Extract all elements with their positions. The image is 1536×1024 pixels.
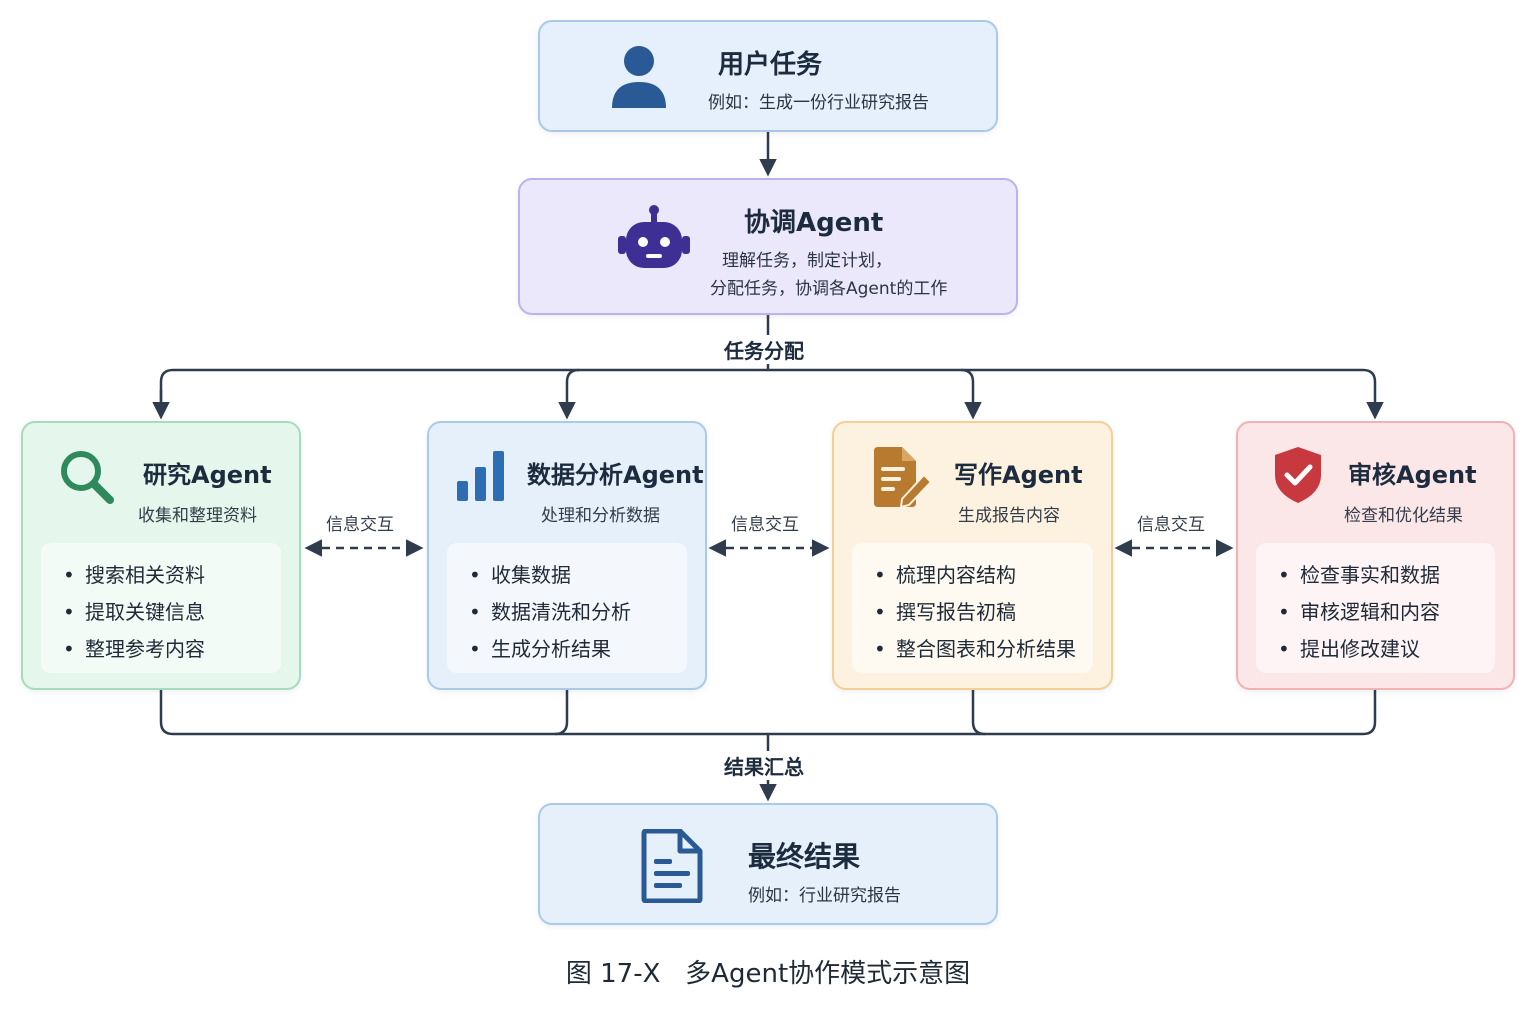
list-item: 提取关键信息 <box>63 594 281 631</box>
list-item: 生成分析结果 <box>469 631 687 668</box>
data-agent-node: 数据分析Agent 处理和分析数据 收集数据 数据清洗和分析 生成分析结果 <box>427 421 707 690</box>
review-agent-subtitle: 检查和优化结果 <box>1344 506 1463 526</box>
list-item: 梳理内容结构 <box>874 557 1093 594</box>
collect-label: 结果汇总 <box>720 751 808 780</box>
writing-agent-title: 写作Agent <box>954 461 1083 489</box>
final-result-node: 最终结果 例如：行业研究报告 <box>538 803 998 925</box>
list-item: 数据清洗和分析 <box>469 594 687 631</box>
research-agent-title: 研究Agent <box>143 461 272 489</box>
writing-agent-subtitle: 生成报告内容 <box>958 506 1060 526</box>
figure-caption: 图 17-X 多Agent协作模式示意图 <box>565 959 971 989</box>
collection-bus-right <box>971 690 1377 736</box>
document-icon <box>641 829 703 903</box>
exchange-label-1: 信息交互 <box>326 515 394 535</box>
branch-data <box>558 368 580 420</box>
exchange-label-3: 信息交互 <box>1137 515 1205 535</box>
writing-agent-node: 写作Agent 生成报告内容 梳理内容结构 撰写报告初稿 整合图表和分析结果 <box>832 421 1113 690</box>
shield-check-icon <box>1275 447 1321 503</box>
data-agent-title: 数据分析Agent <box>527 461 704 489</box>
final-result-title: 最终结果 <box>748 840 861 873</box>
document-pen-icon <box>874 447 933 507</box>
user-task-example: 例如：生成一份行业研究报告 <box>708 93 929 113</box>
list-item: 检查事实和数据 <box>1278 557 1495 594</box>
data-task-panel: 收集数据 数据清洗和分析 生成分析结果 <box>447 543 687 673</box>
final-result-example: 例如：行业研究报告 <box>748 886 901 906</box>
coordinator-desc-1: 理解任务，制定计划， <box>722 251 892 271</box>
list-item: 整合图表和分析结果 <box>874 631 1093 668</box>
branch-writing <box>960 368 982 420</box>
review-task-panel: 检查事实和数据 审核逻辑和内容 提出修改建议 <box>1256 543 1495 673</box>
bar-chart-icon <box>457 451 504 501</box>
user-task-node: 用户任务 例如：生成一份行业研究报告 <box>538 20 998 132</box>
review-agent-node: 审核Agent 检查和优化结果 检查事实和数据 审核逻辑和内容 提出修改建议 <box>1236 421 1515 690</box>
list-item: 收集数据 <box>469 557 687 594</box>
research-agent-node: 研究Agent 收集和整理资料 搜索相关资料 提取关键信息 整理参考内容 <box>21 421 301 690</box>
review-agent-title: 审核Agent <box>1348 461 1477 489</box>
magnifier-icon <box>61 451 114 504</box>
coordinator-title: 协调Agent <box>744 208 884 238</box>
user-icon <box>612 46 666 108</box>
research-task-panel: 搜索相关资料 提取关键信息 整理参考内容 <box>41 543 281 673</box>
list-item: 审核逻辑和内容 <box>1278 594 1495 631</box>
list-item: 撰写报告初稿 <box>874 594 1093 631</box>
coordinator-node: 协调Agent 理解任务，制定计划， 分配任务，协调各Agent的工作 <box>518 178 1018 315</box>
list-item: 搜索相关资料 <box>63 557 281 594</box>
distribution-bus <box>159 368 1384 420</box>
exchange-label-2: 信息交互 <box>731 515 799 535</box>
data-agent-subtitle: 处理和分析数据 <box>541 506 660 526</box>
research-agent-subtitle: 收集和整理资料 <box>138 506 257 526</box>
list-item: 整理参考内容 <box>63 631 281 668</box>
robot-icon <box>618 205 690 268</box>
coordinator-desc-2: 分配任务，协调各Agent的工作 <box>710 279 948 299</box>
writing-task-panel: 梳理内容结构 撰写报告初稿 整合图表和分析结果 <box>852 543 1093 673</box>
list-item: 提出修改建议 <box>1278 631 1495 668</box>
user-task-title: 用户任务 <box>718 50 823 80</box>
collection-bus-left <box>159 690 569 736</box>
dispatch-label: 任务分配 <box>720 335 808 364</box>
